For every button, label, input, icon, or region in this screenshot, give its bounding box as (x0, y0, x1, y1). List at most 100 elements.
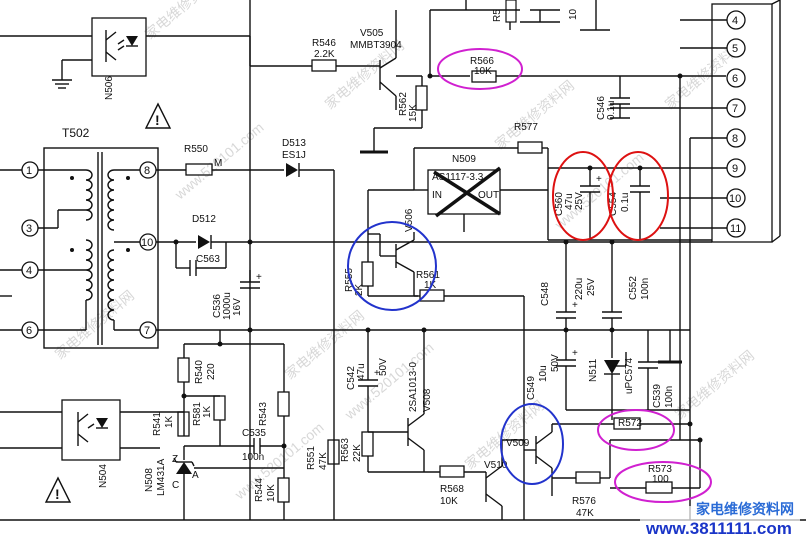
c560-value: 47u (564, 193, 575, 210)
n506-label: N506 (104, 76, 115, 100)
svg-text:+: + (374, 368, 380, 379)
c554-value: 0.1u (620, 193, 631, 212)
r5-name: R5 (492, 9, 503, 22)
t502-pin-label: 7 (144, 325, 150, 337)
capacitor-c554: C554 0.1u (548, 165, 712, 241)
v508-type: 2SA1013-0 (408, 362, 419, 412)
connector-pin-label: 4 (732, 15, 738, 27)
r563-name: R563 (340, 438, 351, 462)
d513-name: D513 (282, 138, 306, 149)
c536-voltage: 16V (232, 298, 243, 316)
svg-text:+: + (572, 348, 578, 359)
resistor-r544 (277, 477, 290, 503)
phase-dot (126, 176, 130, 180)
top-value: 10 (568, 8, 579, 20)
t502-pin-label: 6 (26, 325, 32, 337)
primary-winding (85, 239, 93, 301)
annotation-layer (347, 48, 712, 503)
highlight-r572 (597, 409, 675, 451)
connector-pin-label: 11 (730, 223, 741, 235)
r581-value: 1K (202, 405, 213, 418)
svg-text:+: + (256, 272, 262, 283)
lm431-label: LM431A (156, 458, 167, 496)
v509-label: V509 (506, 438, 530, 449)
resistor-r581 (213, 395, 226, 421)
connector-pin-label: 9 (732, 163, 738, 175)
c560-voltage: 25V (574, 192, 585, 210)
t502-pin-label: 1 (26, 165, 32, 177)
n509-in: IN (432, 190, 442, 201)
c548-name: C548 (540, 282, 551, 306)
r562-name: R562 (398, 92, 409, 116)
r563-value: 22K (352, 444, 363, 462)
transformer-t502: T502 1 3 4 6 8 10 7 (0, 126, 159, 349)
resistor-r568 (439, 465, 465, 478)
r546-value: 2.2K (314, 49, 335, 60)
capacitor-c560: + C560 47u 25V (554, 168, 602, 240)
resistor-r577 (517, 141, 543, 154)
r566-value: 10K (474, 66, 492, 77)
n508-anode: A (192, 470, 199, 481)
c535-value: 100n (242, 452, 264, 463)
t502-pin-label: 4 (26, 265, 32, 277)
c549-name: C549 (526, 376, 537, 400)
c552-name: C552 (628, 276, 639, 300)
r543-label: R543 (258, 402, 269, 426)
reference-n508 (176, 462, 192, 474)
watermark-text: 家电维修资料网 (672, 347, 757, 422)
n509-out: OUT (478, 190, 499, 201)
footer-url: www.3811111.com (645, 519, 792, 538)
resistor-r576 (575, 471, 601, 484)
c549-voltage: 50V (550, 354, 561, 372)
connector-pin-label: 5 (732, 43, 738, 55)
resistor-r540 (177, 357, 190, 383)
c542-name: C542 (346, 366, 357, 390)
highlight-c560 (552, 151, 614, 241)
d512-c563-c536: D512 C563 + C536 1000u 16V (156, 214, 712, 333)
warning-icon: ! (44, 476, 72, 503)
c546-value: 0.1u (606, 101, 617, 120)
secondary-winding (107, 169, 115, 231)
r546-name: R546 (312, 38, 336, 49)
r573-value: 100 (652, 474, 669, 485)
connector-pin (726, 68, 746, 88)
t502-box (43, 147, 159, 349)
r562-value: 15K (408, 104, 419, 122)
r541-name: R541 (152, 412, 163, 436)
svg-text:!: ! (55, 486, 60, 502)
v508-section: R551 47K + C542 47u 50V R563 22K 2SA1013… (306, 327, 486, 507)
phase-dot (70, 248, 74, 252)
footer-cn: 家电维修资料网 (696, 501, 794, 517)
primary-winding (85, 169, 93, 221)
diode-d513 (286, 163, 298, 177)
resistor-r563 (361, 431, 374, 457)
v509-v510-section: V509 R572 V510 R576 47K R573 100 (484, 417, 703, 520)
r555-value: 2K (354, 283, 365, 296)
c548-value: 220u (574, 278, 585, 300)
warning-icon: ! (144, 102, 172, 129)
highlight-v506 (347, 221, 437, 311)
c542-value: 47u (356, 363, 367, 380)
v505-type: MMBT3904 (350, 40, 402, 51)
r576-value: 47K (576, 508, 594, 519)
r540-name: R540 (194, 360, 205, 384)
resistor-r555 (361, 261, 374, 287)
upc574-label: uPC574 (624, 357, 635, 394)
connector-body (711, 3, 773, 243)
r572-label: R572 (618, 418, 642, 429)
r550-m-label: M (214, 158, 222, 169)
t502-label: T502 (62, 126, 90, 140)
r568-value: 10K (440, 496, 458, 507)
c552-value: 100n (640, 278, 651, 300)
highlight-c554 (607, 151, 669, 241)
c536-name: C536 (212, 294, 223, 318)
svg-text:!: ! (155, 112, 160, 128)
r577-label: R577 (514, 122, 538, 133)
r551-name: R551 (306, 446, 317, 470)
t502-pin-label: 10 (141, 237, 153, 249)
v506-label: V506 (404, 208, 415, 232)
n511-label: N511 (588, 358, 599, 382)
v505-section: R546 2.2K V505 MMBT3904 R562 15K R566 10… (249, 0, 726, 154)
r544-value: 10K (266, 484, 277, 502)
